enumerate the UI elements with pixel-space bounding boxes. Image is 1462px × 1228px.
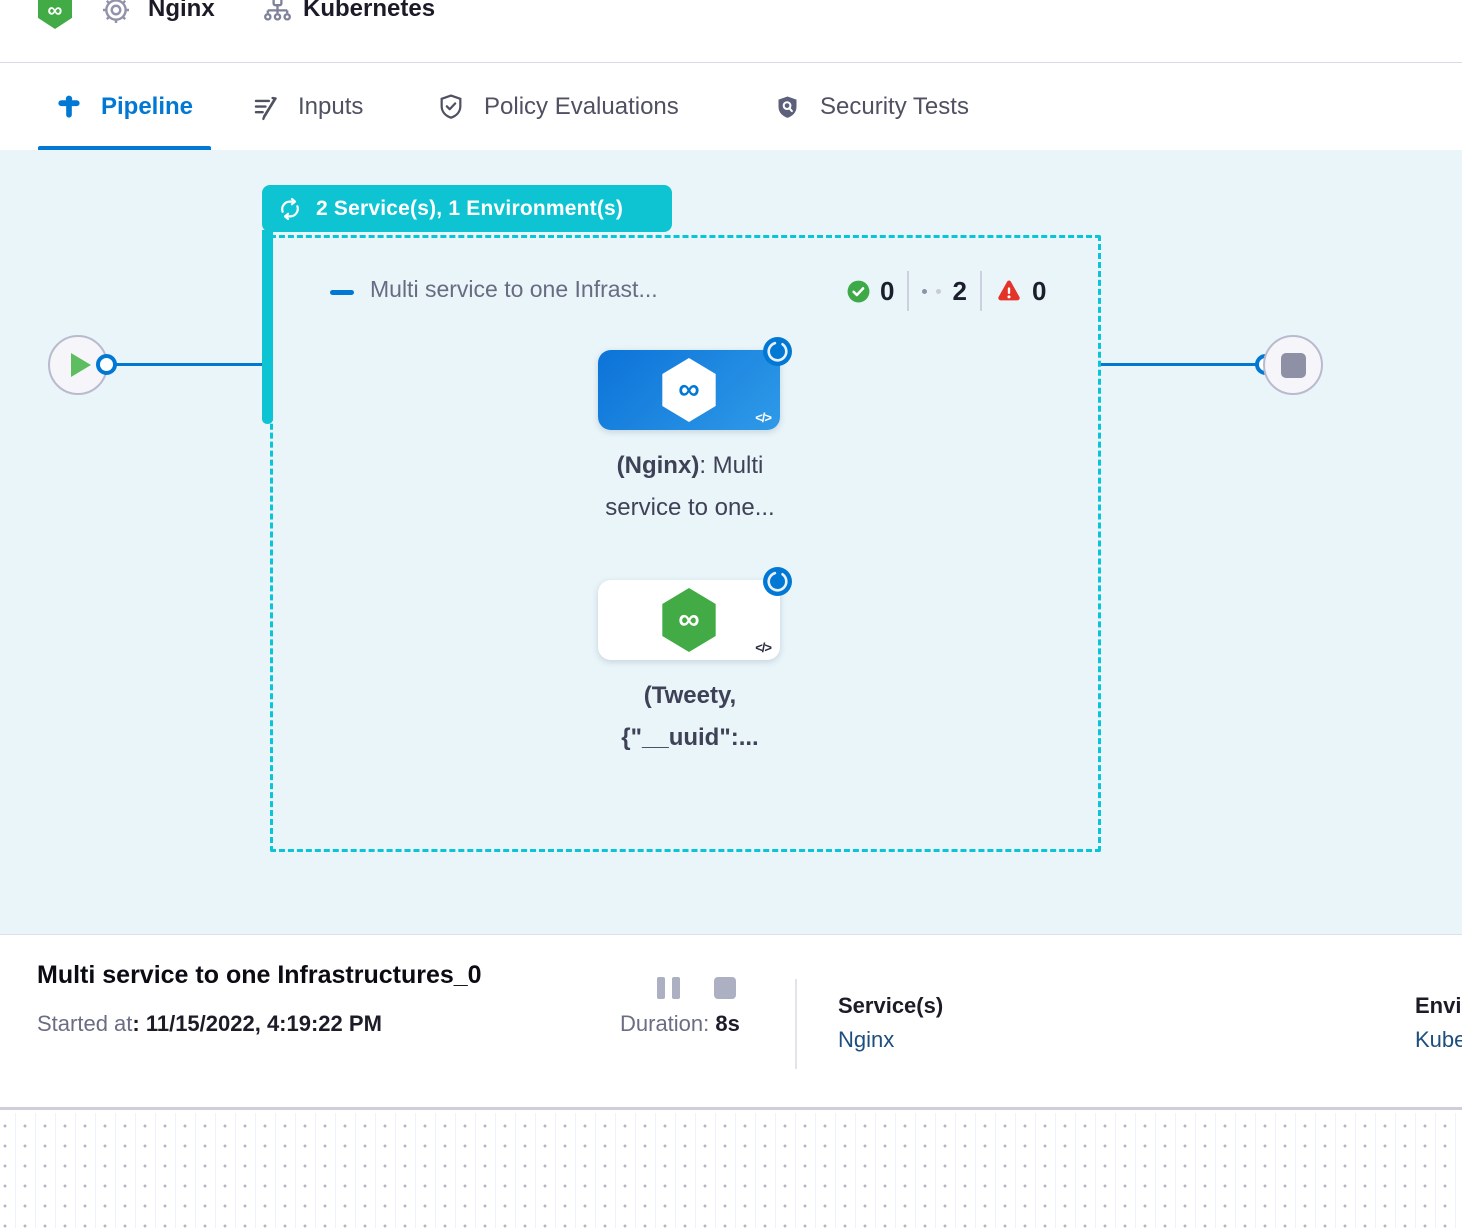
tab-pipeline-label: Pipeline [101, 93, 194, 120]
infinity-glyph: ∞ [678, 373, 700, 406]
node-label-line1: (Tweety, [643, 682, 737, 709]
stop-icon [1280, 352, 1306, 378]
execution-tabbar: Pipeline Inputs Policy Evaluations [0, 64, 1462, 150]
count-divider [907, 271, 910, 311]
inputs-icon [254, 96, 277, 120]
stage-group-box[interactable]: Multi service to one Infrast... 0 2 0 [270, 235, 1101, 852]
harness-logo-icon: ∞ [38, 0, 72, 29]
success-count: 0 [880, 275, 895, 306]
environment-link-kubernetes[interactable]: Kubernetes [1415, 1027, 1462, 1052]
node-label-line2: {"__uuid":... [621, 724, 759, 751]
stage-title: Multi service to one Infrast... [370, 276, 658, 302]
duration-line: Duration: 8s [620, 1011, 740, 1037]
stage-group-badge[interactable]: 2 Service(s), 1 Environment(s) [262, 185, 672, 232]
play-icon [71, 353, 91, 377]
stop-square-icon [714, 977, 736, 999]
breadcrumb-pipeline-name[interactable]: Nginx [148, 0, 215, 22]
failed-icon [998, 280, 1020, 301]
policy-shield-check-icon [440, 94, 462, 119]
duration-label: Duration: [620, 1011, 710, 1036]
execution-title: Multi service to one Infrastructures_0 [37, 961, 482, 989]
running-count: 2 [952, 275, 967, 306]
start-connector-dot[interactable] [96, 354, 117, 375]
edge-start-to-stage [115, 363, 262, 366]
node-label-line2: service to one... [605, 494, 775, 521]
active-tab-underline [38, 146, 212, 150]
pipeline-end-node[interactable] [1263, 335, 1323, 395]
count-divider [979, 271, 982, 311]
tab-inputs[interactable]: Inputs [234, 64, 381, 150]
service-node-nginx-label: (Nginx): Multi service to one... [550, 445, 830, 529]
security-shield-scan-icon [778, 95, 797, 118]
node-label-bold: (Nginx) [616, 452, 700, 479]
environments-column-label: Environment(s) [1415, 993, 1462, 1018]
stage-status-counts: 0 2 0 [846, 270, 1046, 312]
duration-value: 8s [715, 1011, 740, 1036]
collapse-stage-button[interactable] [330, 290, 354, 295]
service-node-nginx[interactable]: ∞ </> [598, 350, 780, 430]
pipeline-canvas[interactable]: 2 Service(s), 1 Environment(s) Multi ser… [0, 150, 1462, 934]
tab-policy-evaluations[interactable]: Policy Evaluations [419, 64, 697, 150]
code-icon: </> [755, 640, 772, 655]
started-at-value: : 11/15/2022, 4:19:22 PM [132, 1011, 382, 1036]
tab-security-tests-label: Security Tests [820, 93, 969, 120]
tab-policy-evaluations-label: Policy Evaluations [484, 93, 679, 120]
tab-inputs-label: Inputs [298, 93, 364, 120]
stage-group-badge-label: 2 Service(s), 1 Environment(s) [316, 196, 624, 220]
breadcrumb-environment-name[interactable]: Kubernetes [303, 0, 436, 22]
canvas-dot-grid [0, 1113, 1462, 1228]
abort-execution-button[interactable] [714, 977, 736, 999]
breadcrumb-header: ∞ Nginx Kubernetes [0, 0, 1462, 63]
pause-icon [657, 977, 665, 999]
stage-group-selection-bar [262, 230, 273, 424]
running-dots-icon [922, 288, 942, 294]
started-at-line: Started at: 11/15/2022, 4:19:22 PM [37, 1011, 382, 1037]
edge-stage-to-end [1101, 363, 1256, 366]
failed-count: 0 [1031, 275, 1047, 306]
success-icon [847, 280, 870, 302]
harness-service-icon: ∞ [662, 588, 716, 652]
infinity-glyph: ∞ [47, 0, 63, 22]
pipeline-icon [58, 95, 80, 118]
pause-execution-button[interactable] [657, 977, 680, 999]
tab-security-tests[interactable]: Security Tests [756, 64, 987, 150]
kubernetes-cluster-icon [264, 0, 291, 21]
gear-icon [102, 0, 130, 24]
matrix-loop-badge-icon[interactable] [763, 567, 792, 596]
services-column-label: Service(s) [838, 993, 944, 1018]
service-link-nginx[interactable]: Nginx [838, 1027, 895, 1052]
harness-service-icon: ∞ [662, 358, 716, 422]
matrix-loop-badge-icon[interactable] [763, 337, 792, 366]
execution-summary-bar: Multi service to one Infrastructures_0 S… [0, 934, 1462, 1110]
tab-pipeline[interactable]: Pipeline [38, 64, 212, 150]
started-at-label: Started at [37, 1011, 133, 1036]
code-icon: </> [755, 410, 772, 425]
footer-divider [795, 979, 797, 1069]
service-node-tweety[interactable]: ∞ </> [598, 580, 780, 660]
node-label-rest: : Multi [699, 452, 764, 479]
loop-icon [281, 197, 299, 220]
service-node-tweety-label: (Tweety, {"__uuid":... [550, 675, 830, 759]
infinity-glyph: ∞ [678, 603, 700, 636]
